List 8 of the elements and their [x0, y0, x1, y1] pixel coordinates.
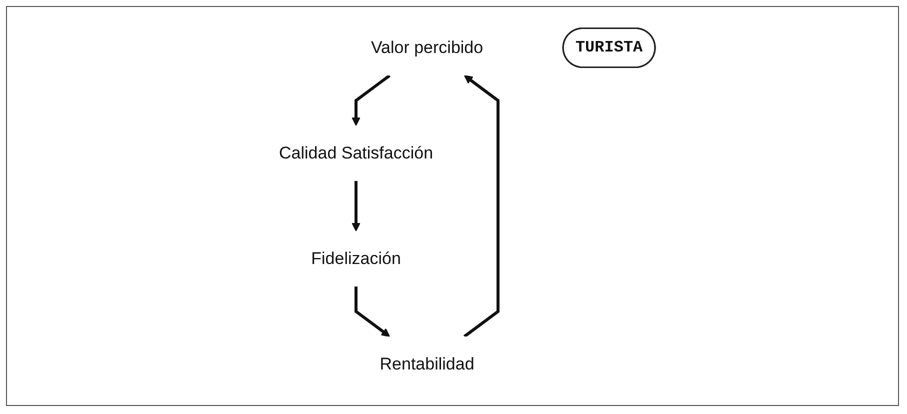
arrow	[352, 181, 361, 232]
node-text: Valor percibido	[371, 38, 484, 57]
arrow	[355, 286, 391, 337]
node-text: Fidelización	[312, 248, 402, 268]
node-text: Calidad Satisfacción	[279, 143, 434, 162]
arrow	[464, 75, 500, 338]
node-text: Rentabilidad	[380, 354, 475, 374]
arrow	[352, 74, 392, 126]
